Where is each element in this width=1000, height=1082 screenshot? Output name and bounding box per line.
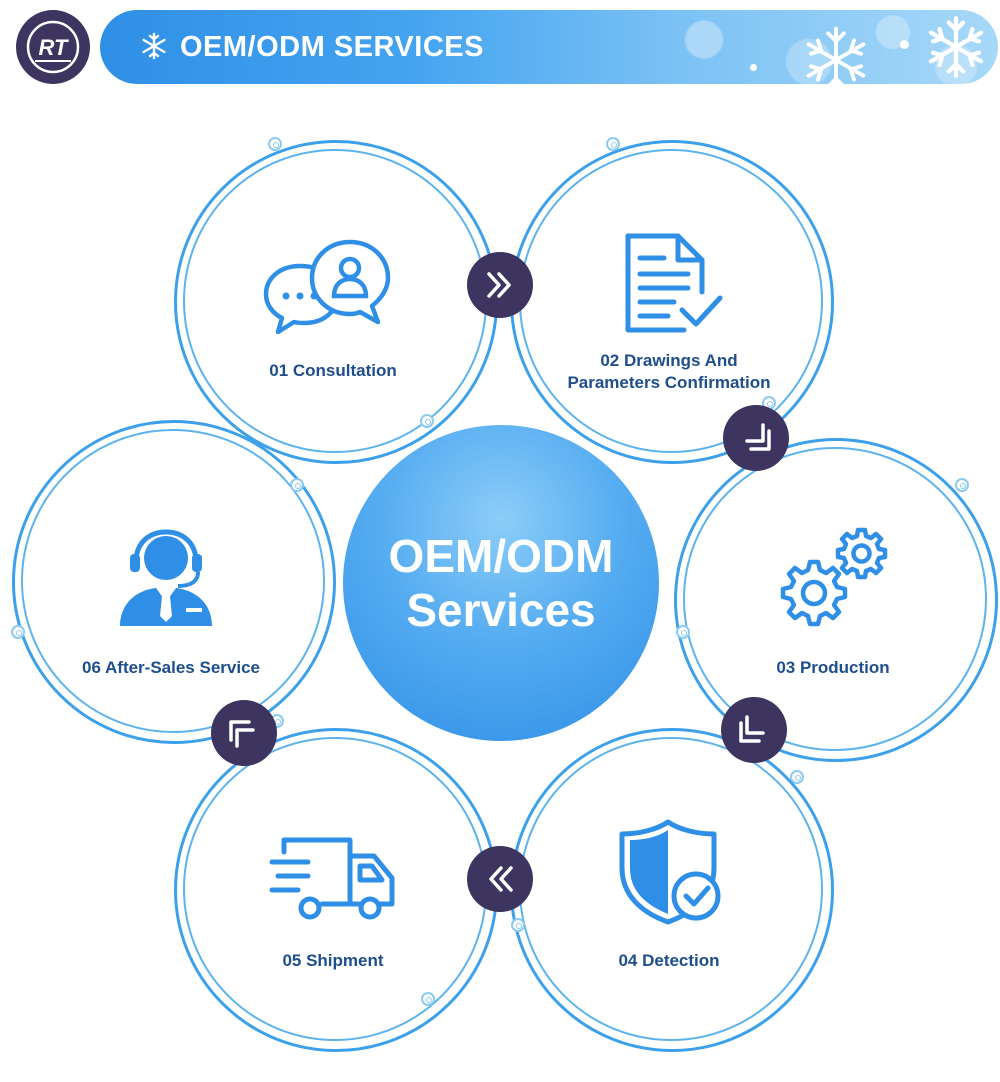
arrow-up-left-badge: [211, 700, 277, 766]
ring-dot: [290, 478, 304, 492]
double-chevron-down-left-icon: [739, 715, 765, 743]
step-03-label: 03 Production: [776, 658, 890, 677]
arrow-down-right-badge: [723, 405, 789, 471]
double-chevron-left-icon: [489, 866, 513, 892]
snowflake-decor-icon: [928, 16, 984, 78]
chat-bubbles-icon: [263, 239, 391, 335]
step-06-node: [21, 429, 325, 733]
shield-check-icon: [619, 819, 721, 925]
page-title: OEM/ODM SERVICES: [180, 31, 484, 63]
double-chevron-up-left-icon: [229, 720, 255, 748]
snow-dot: [900, 40, 909, 49]
ring-dot: [11, 625, 25, 639]
step-ring-outer: [12, 420, 336, 744]
step-06-label: 06 After-Sales Service: [82, 658, 260, 677]
snowflake-decor-icon: [806, 26, 866, 84]
step-04-node: [519, 737, 823, 1041]
ring-dot: [676, 625, 690, 639]
arrow-right-badge: [467, 252, 533, 318]
ring-dot: [421, 992, 435, 1006]
center-title-line1: OEM/ODM: [388, 530, 614, 582]
ring-dot: [511, 918, 525, 932]
arrow-down-left-badge: [721, 697, 787, 763]
step-04-label: 04 Detection: [618, 951, 720, 970]
ring-dot: [268, 137, 282, 151]
gears-icon: [780, 527, 888, 627]
step-05-node: [183, 737, 487, 1041]
rt-logo-icon: RT: [26, 20, 80, 74]
ring-dot: [955, 478, 969, 492]
step-02-label-line2: Parameters Confirmation: [567, 373, 771, 392]
step-01-label: 01 Consultation: [269, 361, 397, 380]
snowflake-icon: [142, 32, 166, 60]
ring-dot: [420, 414, 434, 428]
arrow-left-badge: [467, 846, 533, 912]
double-chevron-down-right-icon: [745, 423, 771, 451]
ring-dot: [790, 770, 804, 784]
step-ring-outer: [674, 438, 998, 762]
step-05-label: 05 Shipment: [282, 951, 384, 970]
center-title-line2: Services: [406, 584, 596, 636]
center-hub: OEM/ODM Services: [343, 425, 659, 741]
double-chevron-right-icon: [487, 272, 511, 298]
ring-dot: [606, 137, 620, 151]
delivery-truck-icon: [269, 837, 395, 920]
brand-logo: RT: [16, 10, 90, 84]
snow-dot: [750, 64, 757, 71]
logo-text: RT: [39, 35, 69, 60]
step-02-label-line1: 02 Drawings And: [600, 351, 738, 370]
ice-texture: [578, 10, 998, 84]
header-banner: OEM/ODM SERVICES: [100, 10, 998, 84]
document-check-icon: [625, 233, 723, 333]
customer-support-icon: [120, 529, 212, 626]
